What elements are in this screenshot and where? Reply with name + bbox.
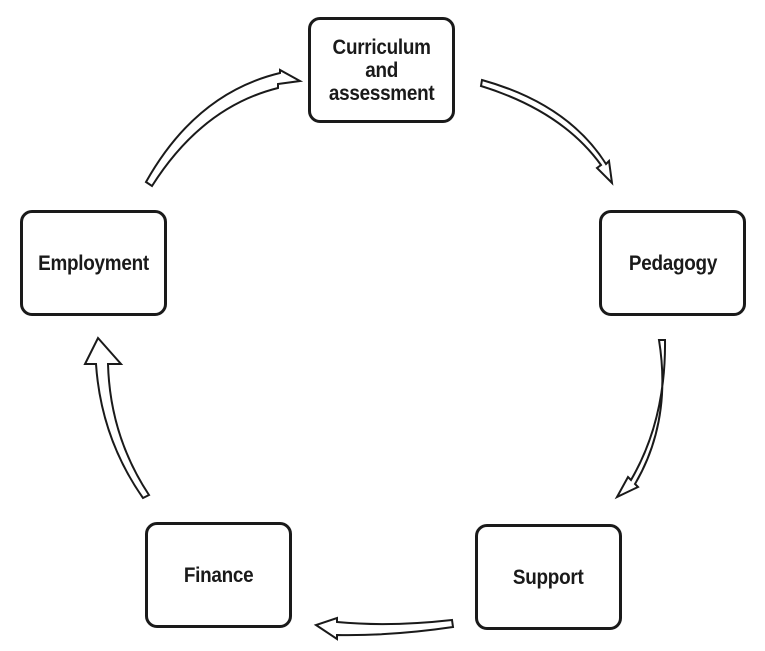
- node-label-curriculum: Curriculum and assessment: [328, 35, 435, 105]
- arrow-pedagogy-to-support: [614, 339, 667, 500]
- arrow-employment-to-curriculum: [144, 68, 304, 188]
- arrow-support-to-finance: [313, 616, 455, 641]
- node-curriculum-and-assessment: Curriculum and assessment: [308, 17, 455, 123]
- node-label-support: Support: [513, 565, 584, 589]
- node-label-employment: Employment: [38, 251, 149, 275]
- node-finance: Finance: [145, 522, 292, 628]
- node-label-pedagogy: Pedagogy: [628, 251, 717, 275]
- node-support: Support: [475, 524, 622, 630]
- arrow-curriculum-to-pedagogy: [479, 78, 614, 186]
- node-employment: Employment: [20, 210, 167, 316]
- node-pedagogy: Pedagogy: [599, 210, 746, 316]
- node-label-finance: Finance: [183, 563, 254, 587]
- arrow-finance-to-employment: [83, 336, 151, 500]
